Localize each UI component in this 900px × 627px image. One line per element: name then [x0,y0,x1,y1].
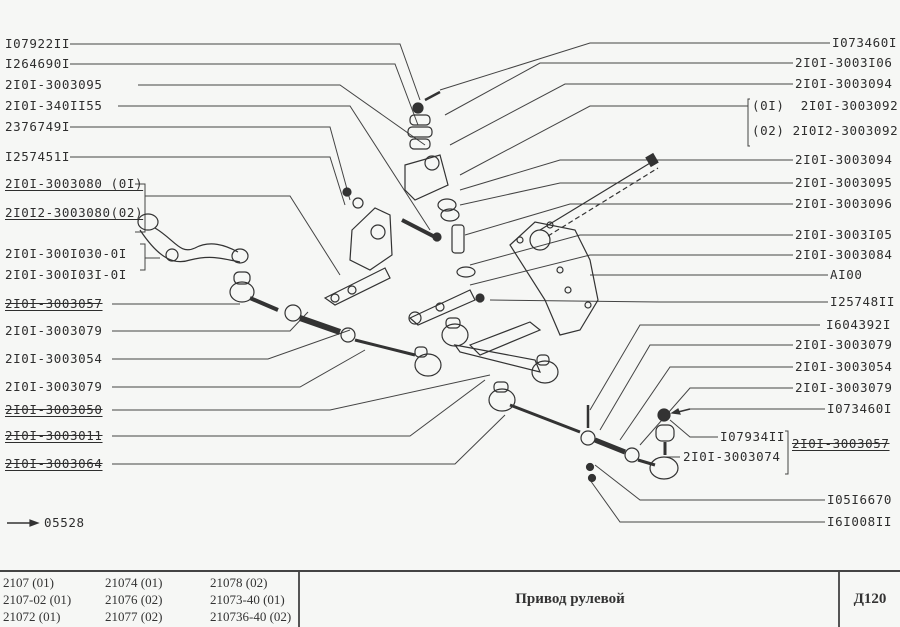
pendulum-pivot-stack [404,90,476,278]
part-label: I07922II [5,36,71,51]
part-label: I264690I [5,56,71,71]
part-label: 2I0I-3003084 [795,247,893,262]
pendulum-arm-bracket [323,187,442,306]
part-label: I25748II [830,294,896,309]
part-label: 2I0I-3003094 [795,152,893,167]
part-label: I073460I [832,35,898,50]
reference-code: 05528 [44,515,85,530]
idler-arm [137,213,249,264]
part-label: I257451I [5,149,71,164]
part-label: 2I0I-3003079 [5,379,103,394]
part-label: 2I0I-3003079 [795,337,893,352]
part-label: 2I0I-3003057 [5,296,103,311]
title-block: 2107 (01) 21074 (01) 21078 (02) 2107-02 … [0,570,900,627]
right-tie-rod [488,381,679,483]
part-label: 2I0I-3003079 [795,380,893,395]
part-label: 2I0I-3003094 [795,76,893,91]
center-link [441,317,559,384]
part-label: 2I0I-300I03I-0I [5,267,127,282]
variant-cell: 210736-40 (02) [210,609,292,624]
part-label: 2376749I [5,119,71,134]
left-tie-rod [229,271,442,377]
variant-cell: 21078 (02) [210,575,268,590]
part-label: I604392I [826,317,892,332]
leader-lines-left [70,43,506,465]
variant-cell: 21073-40 (01) [210,592,285,607]
part-label: I073460I [827,401,893,416]
part-label: 2I0I-3003095 [5,77,103,92]
variant-cell: 21076 (02) [105,592,163,607]
variant-cell: 2107-02 (01) [3,592,72,607]
part-label: 2I0I-3003057 [792,436,890,451]
part-label: 2I0I-3003064 [5,456,103,471]
page-code: Д120 [853,591,887,607]
part-label: 2I0I-3003054 [5,351,103,366]
variant-cell: 21077 (02) [105,609,163,624]
variant-cell: 21072 (01) [3,609,61,624]
pitman-arm [408,289,542,356]
part-label: 2I0I-3003I05 [795,227,893,242]
leader-lines-right [439,42,830,523]
part-label: (02) 2I0I2-3003092 [752,123,899,138]
steering-gearbox [509,152,659,336]
part-label: AI00 [830,267,863,282]
part-label: 2I0I2-3003080(02) [5,205,144,220]
part-label: 2I0I-340II55 [5,98,103,113]
part-label: 2I0I-3003I06 [795,55,893,70]
part-label: I07934II [720,429,786,444]
variant-cell: 21074 (01) [105,575,163,590]
arrow-right-icon [7,519,40,527]
variant-cell: 2107 (01) [3,575,54,590]
part-label: I05I6670 [827,492,893,507]
part-label: (0I) 2I0I-3003092 [752,98,899,113]
part-label: 2I0I-3003054 [795,359,893,374]
part-label: 2I0I-3003079 [5,323,103,338]
arrow-left-icon [670,408,691,415]
exploded-parts-diagram: I07922II I264690I 2I0I-3003095 2I0I-340I… [5,35,899,530]
part-label: 2I0I-3003095 [795,175,893,190]
steering-linkage-drawing [7,42,830,527]
part-label: 2I0I-3003080 (0I) [5,176,144,191]
part-label: 2I0I-300I030-0I [5,246,127,261]
part-label: 2I0I-3003096 [795,196,893,211]
page-title: Привод рулевой [515,591,625,607]
part-label: 2I0I-3003074 [683,449,781,464]
divider [838,572,840,627]
part-label: 2I0I-3003011 [5,428,103,443]
divider [298,572,300,627]
part-label: 2I0I-3003050 [5,402,103,417]
part-label: I6I008II [827,514,893,529]
